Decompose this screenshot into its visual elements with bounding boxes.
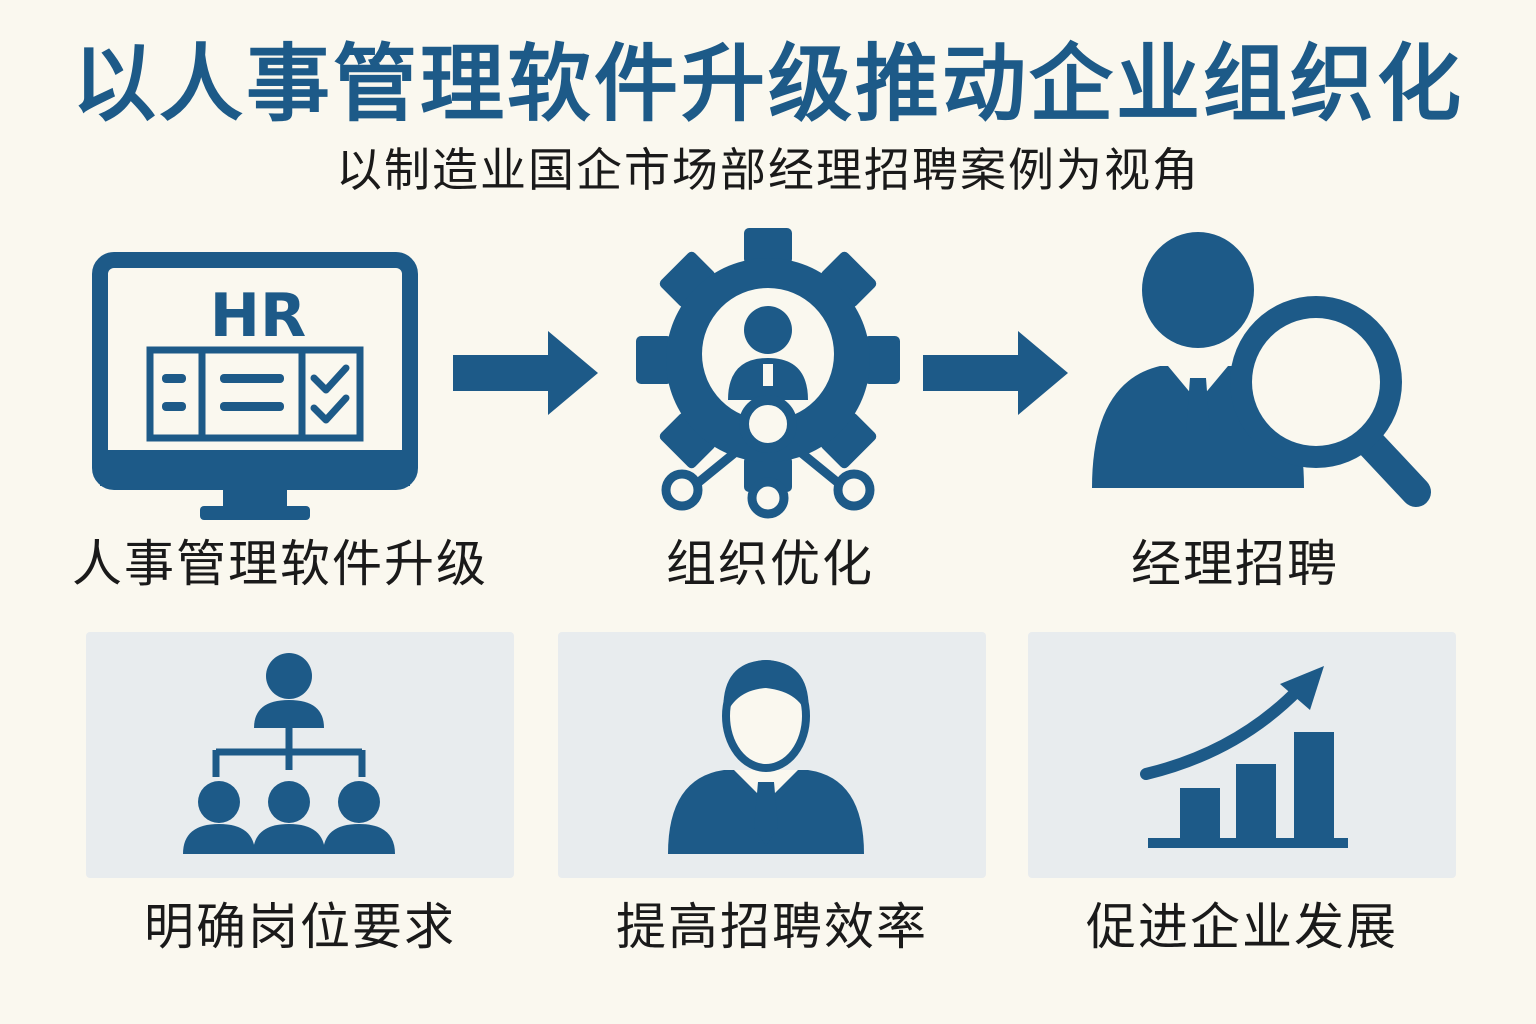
businessman-icon — [668, 660, 864, 854]
outcome-label-recruitment-efficiency: 提高招聘效率 — [616, 898, 928, 956]
outcome-card-recruitment-efficiency — [558, 632, 986, 878]
org-chart-icon — [183, 653, 395, 854]
outcome-label-enterprise-development: 促进企业发展 — [1086, 898, 1398, 956]
arrow-right-icon — [923, 331, 1068, 415]
hr-computer-icon: HR — [92, 252, 418, 520]
arrow-right-icon — [453, 331, 598, 415]
page-subtitle: 以制造业国企市场部经理招聘案例为视角 — [336, 143, 1200, 197]
step-label-manager-recruitment: 经理招聘 — [1131, 535, 1339, 593]
page-title: 以人事管理软件升级推动企业组织化 — [71, 35, 1464, 133]
outcome-label-job-requirements: 明确岗位要求 — [144, 898, 456, 956]
hr-text: HR — [210, 281, 306, 351]
growth-chart-icon — [1140, 666, 1348, 848]
outcome-card-enterprise-development — [1028, 632, 1456, 878]
step-label-software-upgrade: 人事管理软件升级 — [72, 535, 488, 593]
step-label-org-optimization: 组织优化 — [666, 535, 874, 593]
gear-network-icon — [636, 228, 900, 519]
outcome-card-job-requirements — [86, 632, 514, 878]
person-magnifier-icon — [1092, 232, 1431, 507]
